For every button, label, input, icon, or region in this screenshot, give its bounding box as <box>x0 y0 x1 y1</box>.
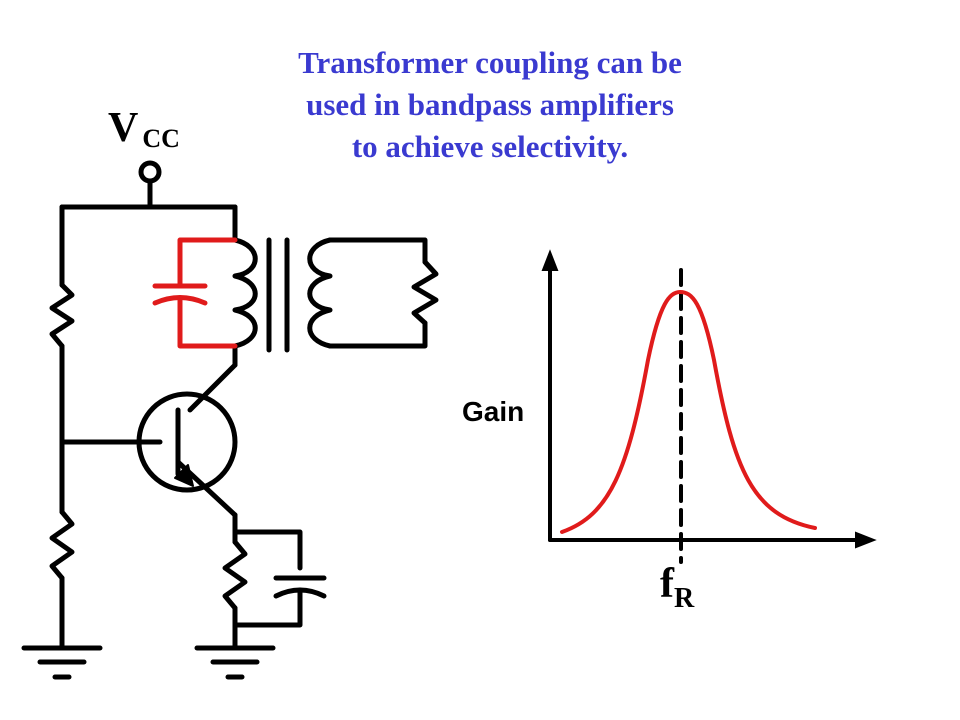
secondary-top-wire <box>327 237 428 265</box>
amplifier-circuit <box>21 160 439 680</box>
x-axis-arrow <box>855 531 877 549</box>
bias-resistor-bottom <box>49 509 75 581</box>
headline: Transformer coupling can be used in band… <box>240 42 740 168</box>
tank-wire-top <box>177 237 238 288</box>
fr-subscript: R <box>674 583 695 614</box>
gain-graph-axes <box>541 249 877 564</box>
transistor-body <box>136 391 238 493</box>
secondary-bottom-wire <box>327 320 428 349</box>
vcc-subscript: CC <box>142 124 180 153</box>
bypass-cap-top-wire <box>232 529 303 571</box>
fr-letter: f <box>660 561 674 607</box>
headline-line-1: Transformer coupling can be <box>298 45 682 80</box>
bandpass-response-curve <box>560 289 817 534</box>
y-axis-arrow <box>541 249 559 271</box>
load-resistor <box>411 259 439 326</box>
emitter-arrow <box>174 464 194 487</box>
bypass-cap-bottom-wire <box>232 587 303 628</box>
gain-axis-label: Gain <box>462 396 525 427</box>
headline-line-3: to achieve selectivity. <box>351 129 629 164</box>
transformer-primary-coil <box>232 237 258 349</box>
headline-line-2: used in bandpass amplifiers <box>306 87 674 122</box>
emitter-resistor <box>222 539 248 611</box>
tank-capacitor <box>152 237 238 349</box>
tank-wire-bottom <box>177 295 238 349</box>
resonant-frequency-label: fR <box>660 560 694 615</box>
collector-lead <box>187 362 238 413</box>
transformer-secondary-coil <box>307 237 333 349</box>
vcc-terminal <box>138 160 162 184</box>
bias-resistor-top <box>49 282 75 349</box>
vcc-letter: V <box>108 105 139 151</box>
